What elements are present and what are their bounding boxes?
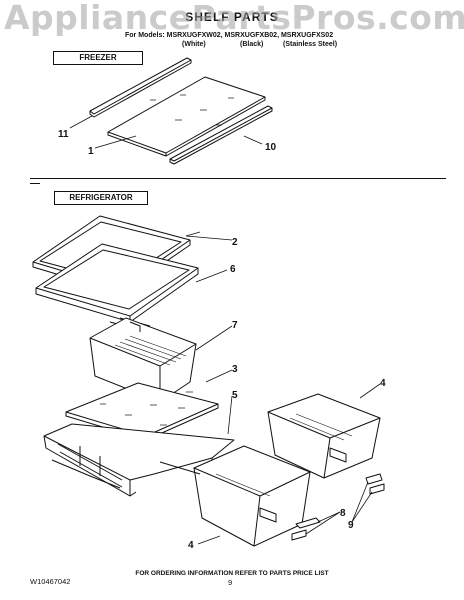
- callout-2: 2: [232, 237, 238, 248]
- page-number: 9: [228, 578, 233, 587]
- watermark: AppliancePartsPros.com: [4, 0, 464, 37]
- freezer-trim-left: [89, 57, 192, 118]
- freezer-label: FREEZER: [53, 51, 143, 65]
- variant-black: (Black): [240, 41, 264, 48]
- callout-6: 6: [230, 264, 236, 275]
- models-line: For Models: MSRXUGFXW02, MSRXUGFXB02, MS…: [125, 32, 334, 39]
- freezer-glass-shelf: [107, 76, 266, 157]
- crisper-drawer-right: [267, 393, 381, 479]
- freezer-trim-right: [169, 105, 273, 165]
- variant-white: (White): [182, 41, 206, 48]
- callout-5: 5: [232, 390, 238, 401]
- page-title: SHELF PARTS: [185, 10, 279, 24]
- refrigerator-shelf-frame-lower: [35, 243, 199, 331]
- leader-lines: [69, 115, 381, 545]
- refrigerator-label: REFRIGERATOR: [54, 191, 148, 205]
- callout-8: 8: [340, 508, 346, 519]
- variant-stainless: (Stainless Steel): [283, 41, 338, 48]
- section-divider: [30, 178, 446, 179]
- crisper-drawer-left: [193, 445, 311, 547]
- doc-number: W10467042: [30, 577, 71, 586]
- ordering-note: FOR ORDERING INFORMATION REFER TO PARTS …: [135, 570, 329, 577]
- callout-4-left: 4: [188, 540, 194, 551]
- callout-11: 11: [58, 129, 69, 140]
- callout-numbers: 11 1 10 2 6 7 3 5 4 8 9 4: [58, 129, 386, 551]
- divider-tick: [30, 183, 40, 184]
- callout-10: 10: [265, 142, 277, 153]
- callout-1: 1: [88, 146, 94, 157]
- drawer-slide: [291, 517, 321, 541]
- callout-3: 3: [232, 364, 238, 375]
- callout-9: 9: [348, 520, 354, 531]
- crisper-cover-frame: [43, 423, 235, 497]
- callout-7: 7: [232, 320, 238, 331]
- callout-4-right: 4: [380, 378, 386, 389]
- drawer-stop: [365, 473, 385, 495]
